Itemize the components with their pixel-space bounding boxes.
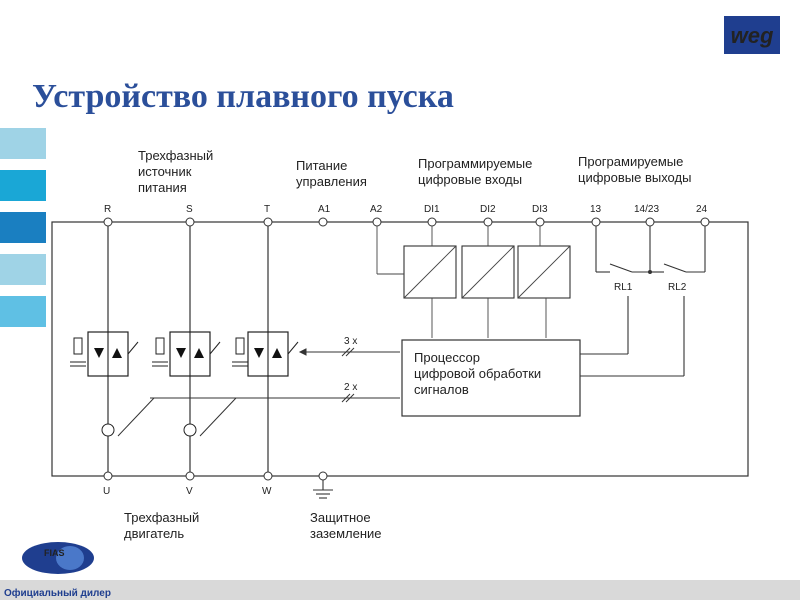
bus-label-3x: 3 x [344,336,357,347]
terminal-u: U [103,486,110,497]
side-bar [0,170,46,201]
terminal-di1: DI1 [424,204,440,215]
label-supply-3: питания [138,180,187,195]
dealer-text: Официальный дилер [4,588,111,599]
label-outputs-1: Програмируемые [578,154,683,169]
label-outputs-2: цифровые выходы [578,170,691,185]
label-supply-1: Трехфазный [138,148,213,163]
side-color-bars [0,128,46,338]
terminal-t: T [264,204,270,215]
terminal-13: 13 [590,204,602,215]
label-inputs-2: цифровые входы [418,172,522,187]
processor-label-3: сигналов [414,382,469,397]
terminal-di3: DI3 [532,204,548,215]
label-control-1: Питание [296,158,347,173]
terminal-di2: DI2 [480,204,496,215]
side-bar [0,128,46,159]
label-motor-1: Трехфазный [124,510,199,525]
terminal-s: S [186,204,193,215]
relay-rl1: RL1 [614,282,633,293]
soft-starter-diagram: Трехфазный источник питания Питание упра… [51,148,749,541]
footer-bar [0,580,800,600]
fias-logo-text: FIAS [44,548,65,558]
processor-label-2: цифровой обработки [414,366,541,381]
terminal-w: W [262,486,272,497]
terminal-14-23: 14/23 [634,204,659,215]
terminal-a2: A2 [370,204,383,215]
processor-block [401,339,581,417]
label-ground-2: заземление [310,526,382,541]
relay-rl2: RL2 [668,282,687,293]
side-bar [0,296,46,327]
side-bar [0,254,46,285]
weg-logo-text: weg [731,23,774,48]
label-motor-2: двигатель [124,526,184,541]
label-supply-2: источник [138,164,192,179]
weg-logo: weg [724,16,780,54]
terminal-r: R [104,204,111,215]
page-title: Устройство плавного пуска [32,78,454,115]
label-control-2: управления [296,174,367,189]
ground-icon [313,480,333,499]
label-inputs-1: Программируемые [418,156,532,171]
bus-label-2x: 2 x [344,382,357,393]
device-enclosure [51,221,749,477]
processor-label-1: Процессор [414,350,480,365]
side-bar [0,212,46,243]
fias-logo: FIAS [22,542,94,574]
terminal-v: V [186,486,193,497]
label-ground-1: Защитное [310,510,371,525]
terminal-24: 24 [696,204,708,215]
terminal-a1: A1 [318,204,331,215]
